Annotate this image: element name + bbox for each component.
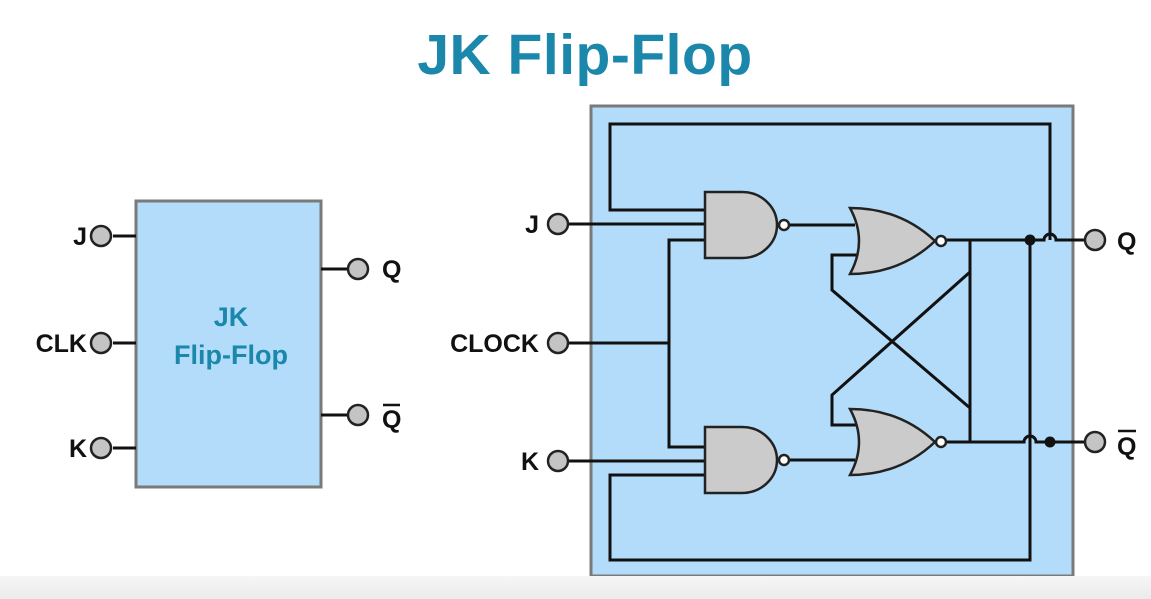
block-input-k-label: K (69, 435, 87, 463)
page-title: JK Flip-Flop (417, 23, 753, 87)
upper-nor-gate (847, 206, 948, 276)
circuit-output-qbar-label: Q (1117, 433, 1136, 461)
upper-nand-bubble (777, 218, 791, 232)
block-input-j-label: J (73, 223, 87, 251)
block-j-terminal (89, 224, 113, 248)
bottom-band (0, 576, 1151, 599)
circuit-q-terminal (1083, 228, 1107, 252)
q-junction-dot (1024, 234, 1036, 246)
circuit-input-k-label: K (521, 448, 539, 476)
upper-nand-gate (703, 190, 791, 260)
block-name-line2: Flip-Flop (174, 340, 288, 370)
upper-nor-bubble (934, 234, 948, 248)
block-clk-terminal (89, 331, 113, 355)
lower-nand-gate (703, 425, 791, 495)
lower-nand-bubble (777, 453, 791, 467)
lower-nor-gate (847, 407, 948, 477)
block-input-clk-label: CLK (36, 330, 87, 358)
circuit-output-q-label: Q (1117, 228, 1136, 256)
block-symbol: JK Flip-Flop J CLK K Q Q (36, 199, 401, 489)
block-k-terminal (89, 436, 113, 460)
qbar-junction-dot (1044, 436, 1056, 448)
circuit-k-terminal (546, 449, 570, 473)
circuit-input-j-label: J (525, 211, 539, 239)
block-output-qbar-label: Q (382, 406, 401, 434)
circuit-qbar-terminal (1083, 430, 1107, 454)
block-qbar-terminal (346, 403, 370, 427)
circuit: J CLOCK K Q Q (450, 104, 1136, 578)
block-body (134, 199, 323, 489)
circuit-j-terminal (546, 212, 570, 236)
block-q-terminal (346, 257, 370, 281)
circuit-panel (589, 104, 1075, 578)
lower-nor-bubble (934, 435, 948, 449)
block-output-q-label: Q (382, 256, 401, 284)
circuit-input-clock-label: CLOCK (450, 330, 539, 358)
circuit-clock-terminal (546, 331, 570, 355)
block-name-line1: JK (214, 302, 249, 332)
